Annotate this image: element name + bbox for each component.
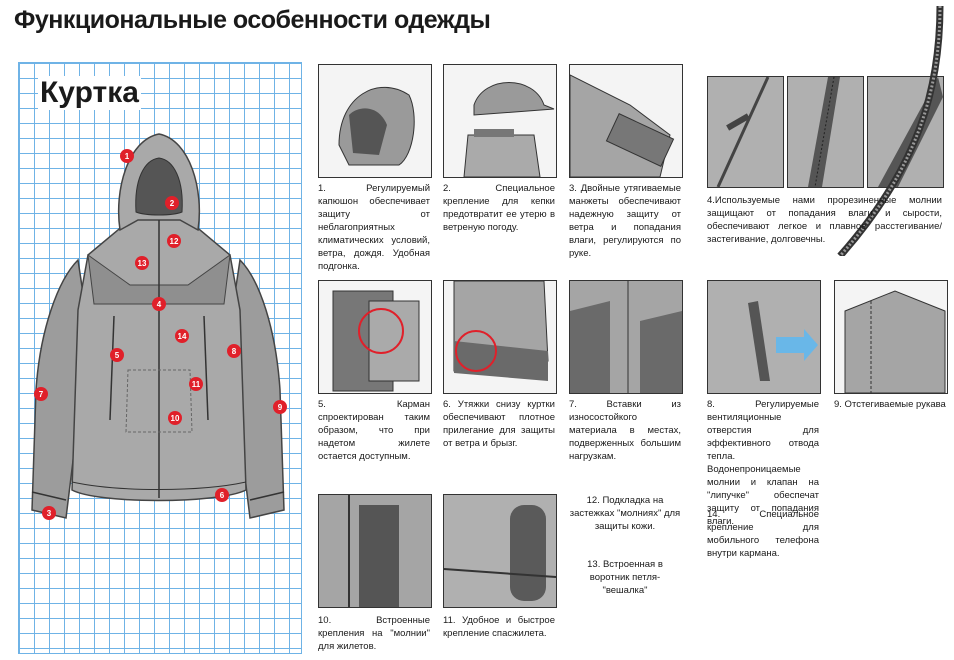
panel-pocket-vest-illustration [318, 280, 432, 394]
svg-text:14: 14 [178, 332, 187, 341]
svg-text:10: 10 [171, 414, 180, 423]
svg-text:1: 1 [125, 152, 130, 161]
svg-text:7: 7 [39, 390, 44, 399]
callout-12: 12 [167, 234, 181, 248]
section-title: Куртка [38, 76, 141, 110]
feature-6-text: 6. Утяжки снизу куртки обеспечивают плот… [443, 399, 555, 449]
feature-8-text: 8. Регулируемые вентиляционные отверстия… [707, 399, 819, 527]
jacket-diagram: 1 2 12 13 4 14 5 8 7 11 10 9 3 6 [31, 133, 287, 520]
callout-1: 1 [120, 149, 134, 163]
callout-7: 7 [34, 387, 48, 401]
panel-cap-clip-illustration [443, 64, 557, 178]
feature-13-text: 13. Встроенная в воротник петля-"вешалка… [587, 559, 663, 596]
page-title: Функциональные особенности одежды [14, 6, 491, 34]
panel-vent-illustration [707, 280, 821, 394]
feature-10-text: 10. Встроенные крепления на "молнии" для… [318, 615, 430, 652]
callout-8: 8 [227, 344, 241, 358]
svg-text:4: 4 [157, 300, 162, 309]
panel-reinforcement-illustration [569, 280, 683, 394]
feature-4-text: 4.Используемые нами прорезиненные молнии… [707, 195, 942, 245]
feature-14-text: 14. Специальное крепление для мобильного… [707, 509, 819, 559]
feature-12-text: 12. Подкладка на застежках "молниях" для… [569, 495, 681, 532]
callout-3: 3 [42, 506, 56, 520]
zipper-strip-decoration [837, 6, 944, 256]
callout-11: 11 [189, 377, 203, 391]
feature-5-text: 5. Карман спроектирован таким образом, ч… [318, 399, 430, 462]
callout-14: 14 [175, 329, 189, 343]
callout-6: 6 [215, 488, 229, 502]
feature-11-text: 11. Удобное и быстрое крепление спасжиле… [443, 615, 555, 639]
panel-zip-1 [707, 76, 784, 188]
panel-vest-zip-illustration [318, 494, 432, 608]
callout-13: 13 [135, 256, 149, 270]
callout-5: 5 [110, 348, 124, 362]
svg-text:9: 9 [278, 403, 283, 412]
panel-zip-2 [787, 76, 864, 188]
svg-text:11: 11 [192, 380, 201, 389]
feature-2-text: 2. Специальное крепление для кепки предо… [443, 183, 555, 233]
panel-cuff-illustration [569, 64, 683, 178]
callout-4: 4 [152, 297, 166, 311]
panel-hood-illustration [318, 64, 432, 178]
callout-10: 10 [168, 411, 182, 425]
svg-text:8: 8 [232, 347, 237, 356]
svg-text:12: 12 [170, 237, 179, 246]
feature-3-text: 3. Двойные утягиваемые манжеты обеспечив… [569, 183, 681, 259]
panel-hem-drawcord-illustration [443, 280, 557, 394]
panel-lifevest-illustration [443, 494, 557, 608]
panel-detachable-sleeve-illustration [834, 280, 948, 394]
svg-text:2: 2 [170, 199, 175, 208]
callout-9: 9 [273, 400, 287, 414]
callout-2: 2 [165, 196, 179, 210]
feature-9-text: 9. Отстегиваемые рукава [834, 399, 946, 410]
svg-text:5: 5 [115, 351, 120, 360]
feature-1-text: 1. Регулируемый капюшон обеспечивает защ… [318, 183, 430, 272]
feature-7-text: 7. Вставки из износостойкого материала в… [569, 399, 681, 462]
svg-text:13: 13 [138, 259, 147, 268]
svg-text:6: 6 [220, 491, 225, 500]
svg-text:3: 3 [47, 509, 52, 518]
